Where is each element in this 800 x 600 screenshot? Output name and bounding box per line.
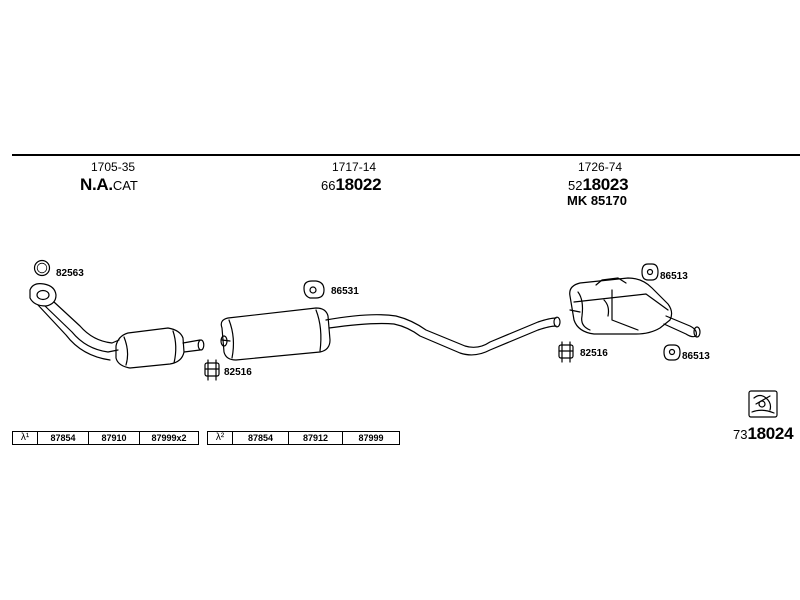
lambda-table-1: λ¹ 87854 87910 87999x2	[12, 431, 199, 445]
label-hanger-right: 82516	[580, 348, 608, 359]
part-number-2: 1717-14	[332, 160, 377, 174]
lambda-2-cell: 87854	[233, 432, 289, 444]
rear-muffler-code: 5218023	[568, 175, 629, 195]
lambda-1-cell: 87910	[89, 432, 140, 444]
lambda-1-cell: 87854	[38, 432, 89, 444]
label-rubber-right-top: 86513	[660, 271, 688, 282]
label-ring-gasket: 82563	[56, 268, 84, 279]
center-muffler-main: 18022	[335, 175, 382, 194]
lambda-table-2: λ² 87854 87912 87999	[207, 431, 400, 445]
label-rubber-right-bottom: 86513	[682, 351, 710, 362]
rubber-mount-mid-icon	[303, 280, 325, 299]
center-muffler-code: 6618022	[321, 175, 382, 195]
part-number-3: 1726-74	[578, 160, 623, 174]
gasket-ring-icon	[33, 259, 51, 277]
lambda-1-cell: 87999x2	[151, 433, 187, 443]
lambda-2-cell: 87999	[358, 433, 384, 443]
catalyst-title-suffix: CAT	[112, 178, 138, 193]
rear-muffler-main: 18023	[582, 175, 629, 194]
reference-main: 18024	[747, 424, 794, 443]
center-muffler-icon	[220, 307, 561, 361]
center-muffler-prefix: 66	[321, 178, 336, 193]
catalytic-converter-icon	[29, 283, 205, 369]
hanger-right-icon	[558, 341, 574, 363]
lambda-2-symbol: λ²	[208, 432, 233, 444]
rubber-mount-right-bottom-icon	[663, 344, 681, 361]
rear-muffler-prefix: 52	[568, 178, 583, 193]
hanger-left-icon	[204, 359, 220, 381]
reference-symbol-icon	[748, 390, 778, 418]
lambda-1-symbol: λ¹	[13, 432, 38, 444]
lambda-2-cell: 87912	[289, 432, 343, 444]
mounting-kit-code: MK 85170	[567, 193, 627, 208]
label-rubber-mid: 86531	[331, 286, 359, 297]
label-hanger-left: 82516	[224, 367, 252, 378]
catalyst-title-main: N.A.	[80, 175, 113, 194]
reference-code: 7318024	[733, 424, 794, 444]
part-number-1: 1705-35	[91, 160, 136, 174]
rubber-mount-right-top-icon	[641, 263, 659, 281]
rear-muffler-icon	[569, 277, 701, 338]
header-divider	[12, 154, 800, 156]
catalyst-title: N.A.CAT	[80, 175, 138, 195]
reference-prefix: 73	[733, 427, 748, 442]
